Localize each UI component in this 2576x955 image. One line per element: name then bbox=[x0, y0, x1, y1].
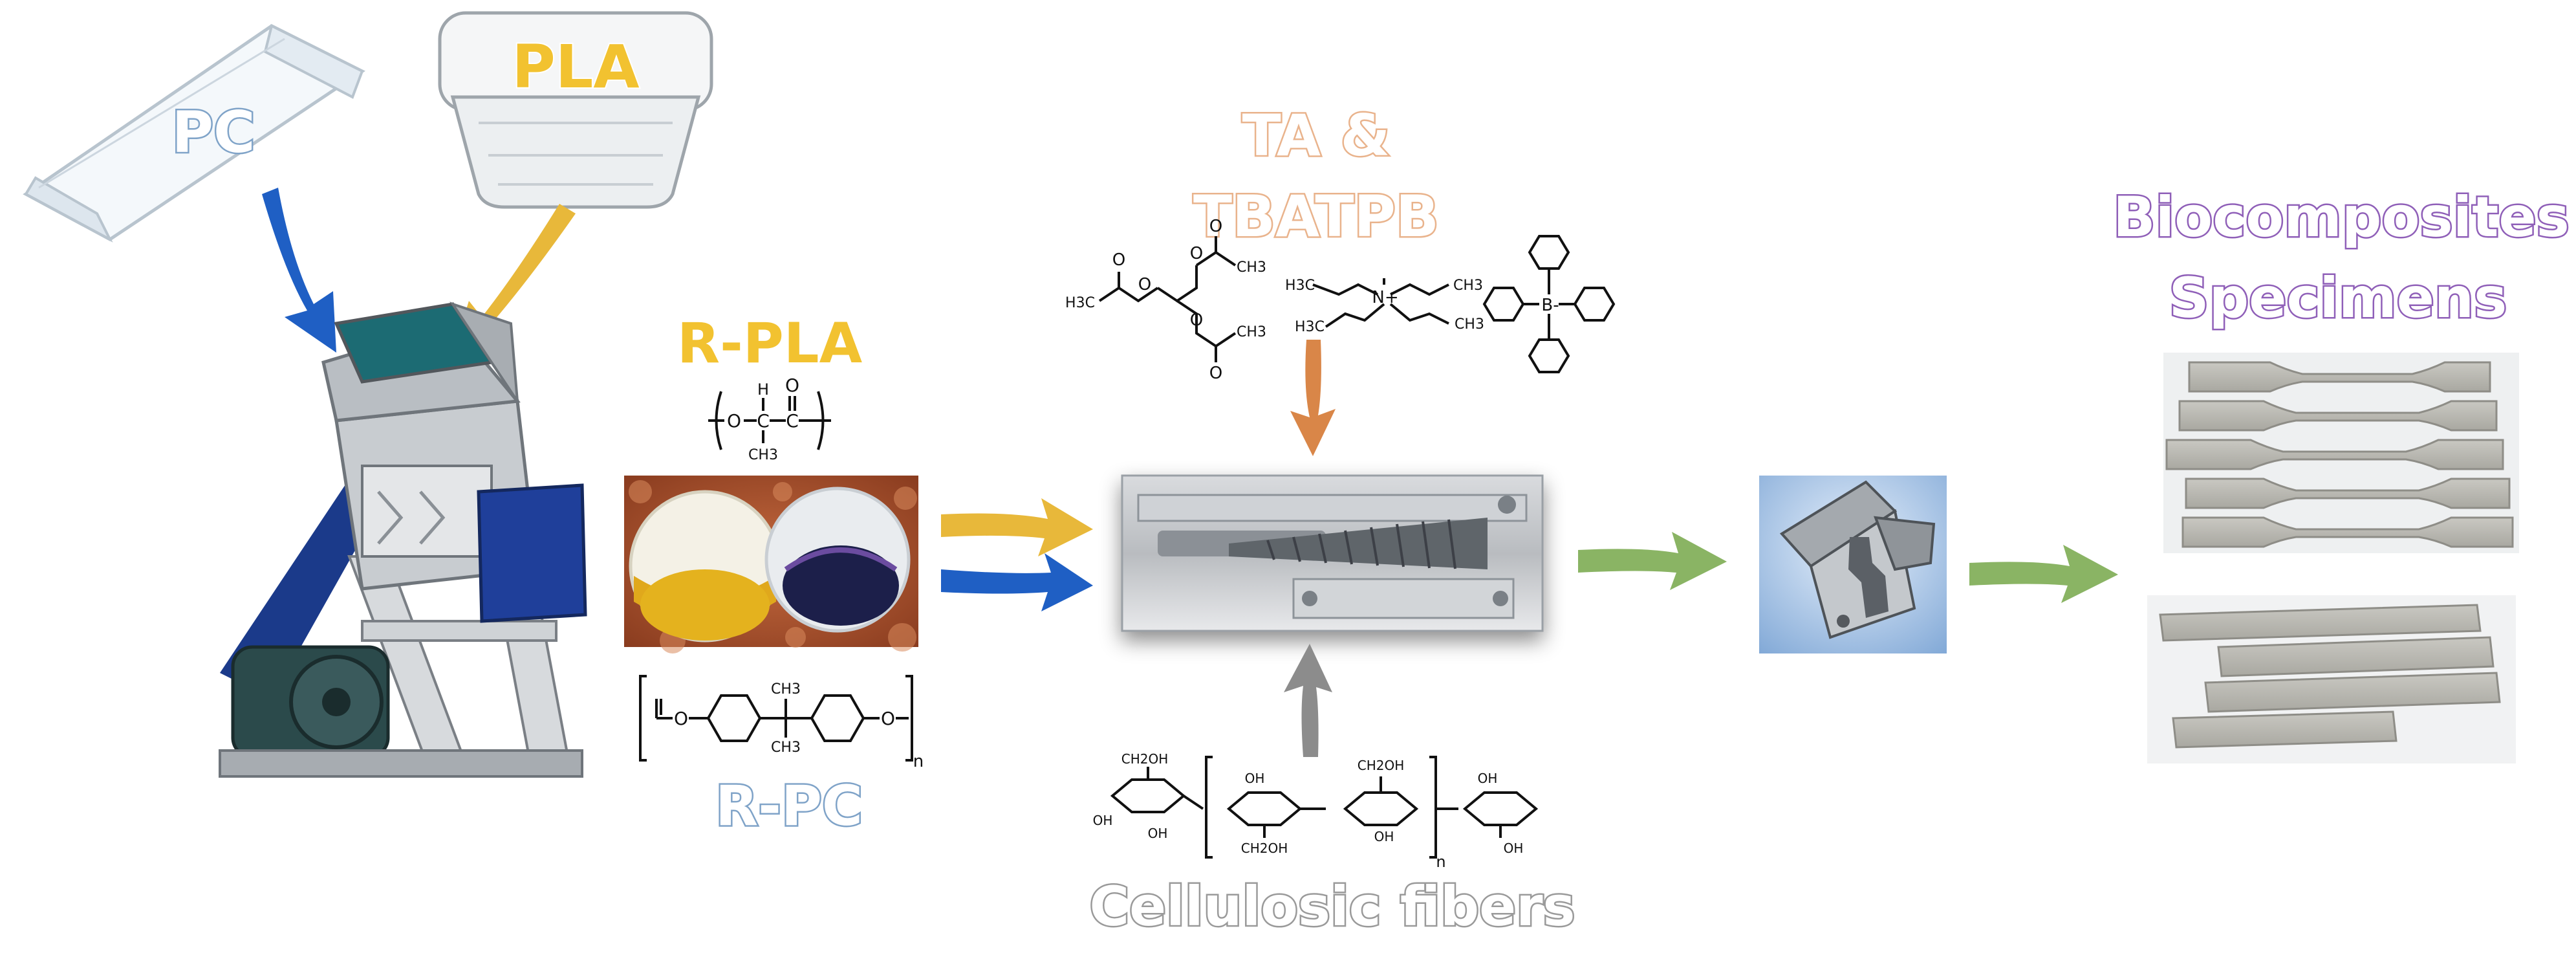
tbatpb-cation-structure bbox=[1312, 278, 1449, 328]
crusher-machine-image bbox=[219, 302, 587, 778]
pla-c1: C bbox=[757, 410, 770, 432]
ta-o6: O bbox=[1209, 364, 1222, 383]
pla-o2: O bbox=[785, 375, 799, 396]
ta-o3: O bbox=[1190, 244, 1203, 263]
cell-oh-2: OH bbox=[1148, 826, 1168, 841]
pc-sheet-image bbox=[23, 24, 365, 243]
cell-oh-6: OH bbox=[1504, 840, 1524, 856]
ta-o1: O bbox=[1112, 250, 1125, 270]
pla-label: PLA bbox=[512, 32, 639, 102]
tbatpb-n: N+ bbox=[1372, 288, 1398, 307]
cell-ch2oh-1: CH2OH bbox=[1121, 751, 1169, 767]
ta-label-line2: TBATPB bbox=[1193, 183, 1439, 250]
cellulose-structure bbox=[1110, 756, 1539, 859]
pc-o1: O bbox=[674, 708, 688, 729]
tbatpb-ch3-1: CH3 bbox=[1453, 278, 1483, 294]
dogbone-specimens-photo bbox=[2163, 353, 2519, 553]
tetraphenylborate-structure bbox=[1482, 235, 1616, 373]
pc-ch3a: CH3 bbox=[771, 681, 801, 697]
cell-oh-1: OH bbox=[1093, 813, 1113, 828]
mould-photo bbox=[1759, 476, 1947, 653]
pc-o2: O bbox=[881, 708, 895, 729]
cell-ch2oh-2: CH2OH bbox=[1241, 840, 1288, 856]
ta-o5: O bbox=[1190, 311, 1203, 330]
rpla-label: R-PLA bbox=[677, 311, 863, 376]
pc-ch3b: CH3 bbox=[771, 740, 801, 756]
orange-arrow-additives bbox=[1290, 340, 1336, 456]
recycled-pellets-photo bbox=[624, 476, 918, 653]
tbatpb-h3c-2: H3C bbox=[1295, 319, 1325, 335]
bio-label-line2: Specimens bbox=[2169, 266, 2507, 331]
bio-label-line1: Biocomposites bbox=[2113, 185, 2570, 250]
pc-n: n bbox=[913, 752, 924, 771]
blue-arrow-rpc bbox=[941, 553, 1093, 611]
ta-o2: O bbox=[1138, 275, 1151, 294]
rpc-label: R-PC bbox=[715, 774, 863, 839]
ta-o4: O bbox=[1209, 217, 1222, 236]
cellulose-label: Cellulosic fibers bbox=[1089, 875, 1575, 938]
pla-h: H bbox=[757, 380, 769, 399]
bar-specimens-photo bbox=[2147, 595, 2516, 763]
pc-label: PC bbox=[171, 99, 255, 166]
pla-o1: O bbox=[727, 410, 741, 432]
ta-ch3a: CH3 bbox=[1237, 259, 1266, 276]
extruder-photo bbox=[1121, 474, 1544, 632]
pc-structure bbox=[639, 675, 913, 762]
pla-container-image bbox=[438, 11, 713, 209]
green-arrow-to-specimens bbox=[1969, 545, 2118, 603]
cell-oh-3: OH bbox=[1245, 771, 1265, 786]
triacetin-structure bbox=[1098, 236, 1237, 362]
pla-structure bbox=[708, 391, 831, 450]
tbatpb-ch3-2: CH3 bbox=[1455, 316, 1484, 333]
pla-c2: C bbox=[786, 410, 799, 432]
ta-ch3c: CH3 bbox=[1237, 324, 1266, 340]
tbatpb-h3c-1: H3C bbox=[1285, 278, 1315, 294]
cell-oh-4: OH bbox=[1374, 829, 1394, 844]
cell-ch2oh-3: CH2OH bbox=[1358, 758, 1405, 773]
yellow-arrow-rpla bbox=[941, 498, 1093, 556]
gray-arrow-cellulose bbox=[1284, 644, 1332, 757]
blue-arrow-pc bbox=[262, 188, 336, 353]
ta-ch3b: H3C bbox=[1065, 295, 1095, 311]
green-arrow-to-mould bbox=[1578, 532, 1727, 590]
tpb-b: B- bbox=[1541, 296, 1559, 315]
cell-oh-5: OH bbox=[1478, 771, 1498, 786]
cell-n: n bbox=[1436, 853, 1445, 871]
ta-label-line1: TA & bbox=[1242, 102, 1391, 169]
pla-ch3: CH3 bbox=[748, 447, 778, 463]
